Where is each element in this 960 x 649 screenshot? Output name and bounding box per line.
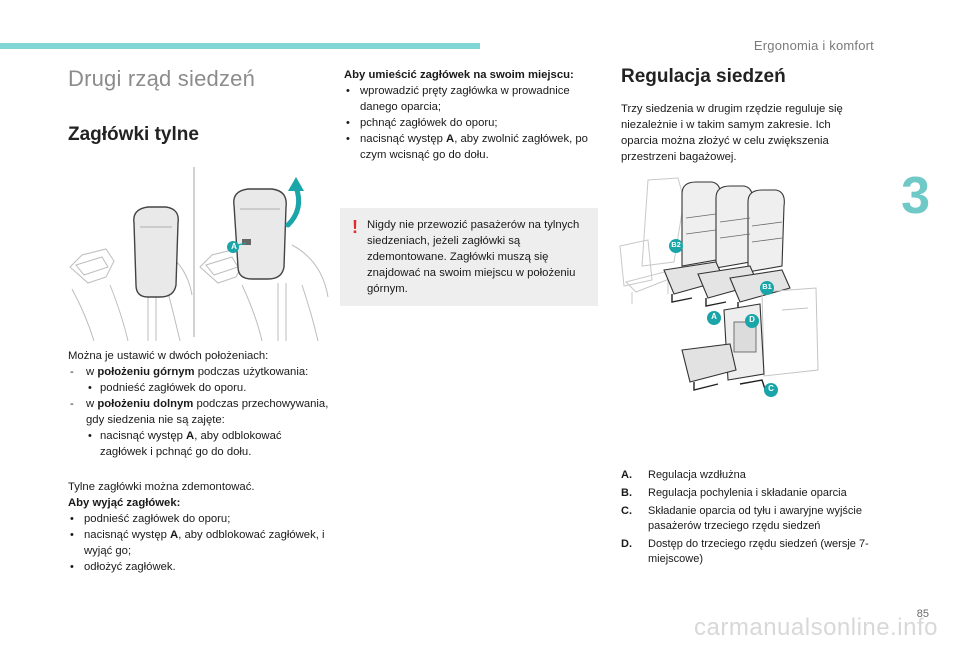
install-heading: Aby umieścić zagłówek na swoim miejscu:	[344, 69, 574, 81]
callout-b1-label: B1	[762, 282, 772, 291]
text-run: w	[86, 398, 98, 410]
position-upper-label: położeniu górnym	[97, 366, 195, 378]
callout-a-label: A	[231, 242, 237, 251]
removal-step: nacisnąć występ A, aby odblokować zagłów…	[68, 527, 330, 559]
position-lower-step: nacisnąć występ A, aby odblokować zagłów…	[68, 428, 330, 460]
watermark: carmanualsonline.info	[694, 614, 938, 641]
text-run: A	[446, 133, 455, 145]
text-run: nacisnąć występ	[100, 430, 187, 442]
removal-heading: Aby wyjąć zagłówek:	[68, 497, 181, 509]
text-run: A	[186, 430, 195, 442]
text-run: podczas użytkowania:	[194, 366, 309, 378]
callout-c-label: C	[768, 384, 774, 393]
headrests-heading: Zagłówki tylne	[68, 124, 199, 145]
legend-text: Regulacja pochylenia i składanie oparcia	[648, 487, 847, 499]
text-run: w	[86, 366, 98, 378]
legend-key: C.	[621, 505, 632, 517]
text-run: nacisnąć występ	[84, 529, 171, 541]
seat-adjustment-illustration	[619, 177, 819, 397]
legend-text: Regulacja wzdłużna	[648, 469, 746, 481]
seat-adjustment-heading: Regulacja siedzeń	[621, 66, 786, 87]
install-step: pchnąć zagłówek do oporu;	[344, 115, 600, 131]
callout-markers	[669, 239, 778, 397]
text-run: , aby odblokować zagłówek i pchnąć go do…	[100, 430, 282, 458]
text-run: , aby odblokować zagłówek, i wyjąć go;	[84, 529, 325, 557]
section-color-bar	[0, 43, 480, 49]
callout-a-marker	[227, 241, 239, 253]
text-run: , aby zwolnić zagłówek, po czym wcisnąć …	[360, 133, 588, 161]
chapter-number: 3	[901, 167, 930, 225]
legend-key: A.	[621, 469, 632, 481]
page-number: 85	[916, 608, 929, 620]
legend-key: D.	[621, 538, 632, 550]
position-lower: w położeniu dolnym podczas przechowywani…	[68, 396, 330, 428]
seat-adjustment-intro: Trzy siedzenia w drugim rzędzie reguluje…	[621, 103, 843, 163]
positions-intro: Można je ustawić w dwóch położeniach:	[68, 350, 269, 362]
callout-d-label: D	[749, 315, 755, 324]
warning-icon: !	[352, 217, 358, 237]
positions-block: Można je ustawić w dwóch położeniach: w …	[68, 348, 330, 460]
position-upper: w położeniu górnym podczas użytkowania:	[68, 364, 330, 380]
removal-step: odłożyć zagłówek.	[68, 559, 330, 575]
legend-text: Składanie oparcia od tyłu i awaryjne wyj…	[648, 505, 862, 532]
legend-text: Dostęp do trzeciego rzędu siedzeń (wersj…	[648, 538, 869, 565]
removal-block: Tylne zagłówki można zdemontować. Aby wy…	[68, 479, 330, 575]
text-run: podczas przechowywania, gdy siedzenia ni…	[86, 398, 329, 426]
position-lower-label: położeniu dolnym	[97, 398, 194, 410]
position-upper-step: podnieść zagłówek do oporu.	[68, 380, 330, 396]
text-run: A	[170, 529, 179, 541]
removable-note: Tylne zagłówki można zdemontować.	[68, 481, 255, 493]
callout-b2-label: B2	[671, 240, 681, 249]
warning-box: ! Nigdy nie przewozić pasażerów na tylny…	[340, 208, 598, 306]
legend-key: B.	[621, 487, 632, 499]
install-block: Aby umieścić zagłówek na swoim miejscu: …	[344, 67, 600, 163]
callout-a-label: A	[711, 312, 717, 321]
install-step: nacisnąć występ A, aby zwolnić zagłówek,…	[344, 131, 600, 163]
text-run: nacisnąć występ	[360, 133, 447, 145]
section-title: Ergonomia i komfort	[753, 38, 874, 53]
removal-step: podnieść zagłówek do oporu;	[68, 511, 330, 527]
warning-text: Nigdy nie przewozić pasażerów na tylnych…	[367, 219, 580, 295]
install-step: wprowadzić pręty zagłówka w prowadnice d…	[344, 83, 600, 115]
headrest-illustration	[69, 167, 329, 342]
page-title: Drugi rząd siedzeń	[68, 66, 256, 91]
